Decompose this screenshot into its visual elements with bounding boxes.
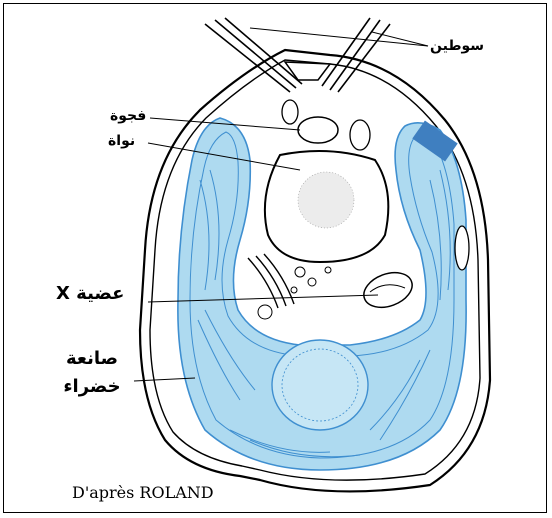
label-chloroplast-line2: خضراء [38,373,146,401]
source-credit: D'après ROLAND [72,483,214,502]
label-nucleus: نواة [108,133,135,149]
label-vacuole: فجوة [110,108,146,124]
label-chloroplast: صانعة خضراء [38,345,146,401]
pyrenoid [272,340,368,430]
nucleolus [298,172,354,228]
mitochondrion [350,120,370,150]
vacuole [298,117,338,143]
mitochondrion [282,100,298,124]
mitochondrion [455,226,469,270]
label-chloroplast-line1: صانعة [38,345,146,373]
label-organelle-x: عضية X [56,283,124,304]
label-cilia: سوطين [430,38,484,54]
